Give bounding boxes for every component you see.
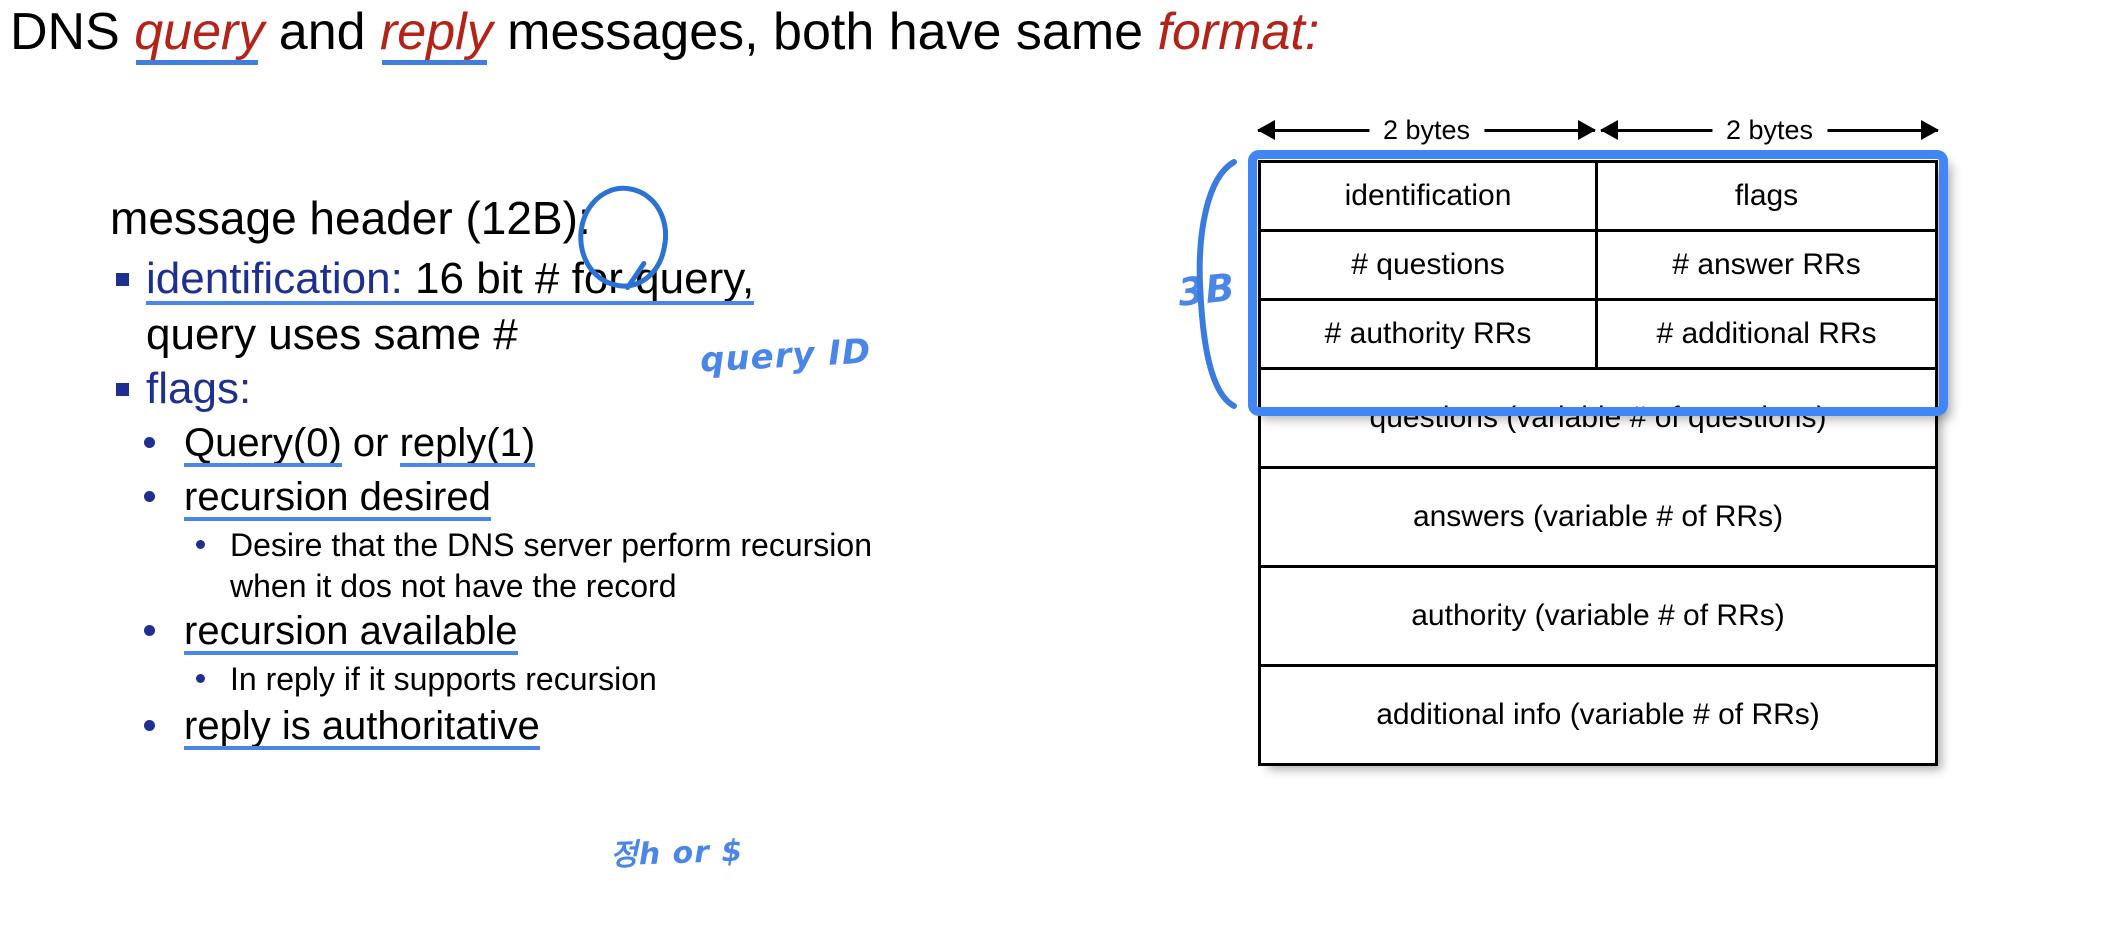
cell-num-additional-rrs: # additional RRs: [1656, 317, 1877, 350]
title-emphasis-format: format:: [1157, 3, 1320, 61]
table-row: additional info (variable # of RRs): [1261, 667, 1935, 763]
heading-pre: message header (: [110, 192, 481, 244]
title-part-3: messages, both have same: [492, 3, 1158, 61]
arrow-right-icon: [1921, 120, 1939, 140]
bullet-recursion-desired-label: recursion desired: [184, 475, 491, 519]
square-bullet-icon: [116, 383, 129, 396]
title-part-2: and: [264, 3, 380, 61]
cell-identification: identification: [1261, 163, 1598, 229]
arrow-right-icon: [1578, 120, 1596, 140]
round-bullet-icon: [144, 437, 155, 448]
title-emphasis-query: query: [134, 3, 265, 61]
title-emphasis-reply: reply: [379, 3, 493, 61]
table-row: # questions # answer RRs: [1261, 232, 1935, 301]
heading-circled-12b: 12B: [480, 192, 563, 244]
cell-num-questions: # questions: [1261, 232, 1598, 298]
subbullet-desire-recursion: Desire that the DNS server perform recur…: [110, 526, 1190, 565]
cell-additional-info-section: additional info (variable # of RRs): [1376, 698, 1820, 731]
square-bullet-icon: [116, 273, 129, 286]
table-row: answers (variable # of RRs): [1261, 469, 1935, 568]
subbullet-in-reply-supports: In reply if it supports recursion: [110, 660, 1190, 699]
round-bullet-icon: [196, 674, 205, 683]
bullet-reply-authoritative-label: reply is authoritative: [184, 704, 540, 748]
table-row: questions (variable # of questions): [1261, 370, 1935, 469]
round-bullet-icon: [144, 491, 155, 502]
dns-header-table: identification flags # questions # answe…: [1258, 160, 1938, 766]
table-row: authority (variable # of RRs): [1261, 568, 1935, 667]
byte-span-left: 2 bytes: [1257, 108, 1596, 152]
bullet-reply1: reply(1): [399, 421, 536, 465]
byte-span-right-label: 2 bytes: [1711, 108, 1828, 152]
subbullet-in-reply-supports-label: In reply if it supports recursion: [230, 661, 657, 697]
cell-answers-section: answers (variable # of RRs): [1412, 500, 1784, 533]
bullet-query-or-reply: Query(0) or reply(1): [110, 418, 1190, 468]
page-title: DNS query and reply messages, both have …: [10, 2, 1810, 62]
dns-message-format-diagram: 2 bytes 2 bytes identification flags # q…: [1196, 108, 1948, 944]
cell-questions-section: questions (variable # of questions): [1369, 401, 1827, 434]
handwritten-authoritative-annotation: 정h or $: [609, 833, 744, 874]
bullet-query0: Query(0): [184, 421, 342, 465]
bullet-identification-continuation: query uses same #: [146, 310, 518, 359]
bullet-flags-keyword: flags:: [146, 364, 252, 413]
table-row: identification flags: [1261, 163, 1935, 232]
round-bullet-icon: [144, 625, 155, 636]
cell-flags: flags: [1734, 179, 1799, 212]
table-row: # authority RRs # additional RRs: [1261, 301, 1935, 370]
message-header-heading: message header (12B):: [110, 190, 1190, 246]
cell-authority-section: authority (variable # of RRs): [1411, 599, 1785, 632]
byte-width-annotations: 2 bytes 2 bytes: [1257, 108, 1939, 152]
subbullet-desire-recursion-label: Desire that the DNS server perform recur…: [230, 527, 872, 563]
round-bullet-icon: [196, 540, 205, 549]
bullet-identification-text: 16 bit # for query,: [402, 254, 755, 303]
title-part-1: DNS: [10, 3, 135, 61]
byte-span-right: 2 bytes: [1600, 108, 1939, 152]
bullet-recursion-available: recursion available: [110, 606, 1190, 656]
arrow-left-icon: [1257, 120, 1275, 140]
bullet-flags: flags:: [110, 362, 1190, 416]
cell-num-answer-rrs: # answer RRs: [1672, 248, 1861, 281]
bullet-reply-authoritative: reply is authoritative: [110, 701, 1190, 751]
arrow-left-icon: [1600, 120, 1618, 140]
bullet-or: or: [341, 421, 400, 465]
bullet-recursion-desired: recursion desired: [110, 472, 1190, 522]
bullet-identification-keyword: identification:: [146, 254, 403, 303]
round-bullet-icon: [144, 720, 155, 731]
content-body: message header (12B): identification: 16…: [110, 190, 1190, 755]
cell-num-authority-rrs: # authority RRs: [1261, 301, 1598, 367]
bullet-recursion-available-label: recursion available: [184, 609, 518, 653]
subbullet-desire-recursion-continuation: when it dos not have the record: [230, 568, 677, 604]
byte-span-left-label: 2 bytes: [1368, 108, 1485, 152]
handdrawn-brace-3b: [1196, 159, 1237, 409]
